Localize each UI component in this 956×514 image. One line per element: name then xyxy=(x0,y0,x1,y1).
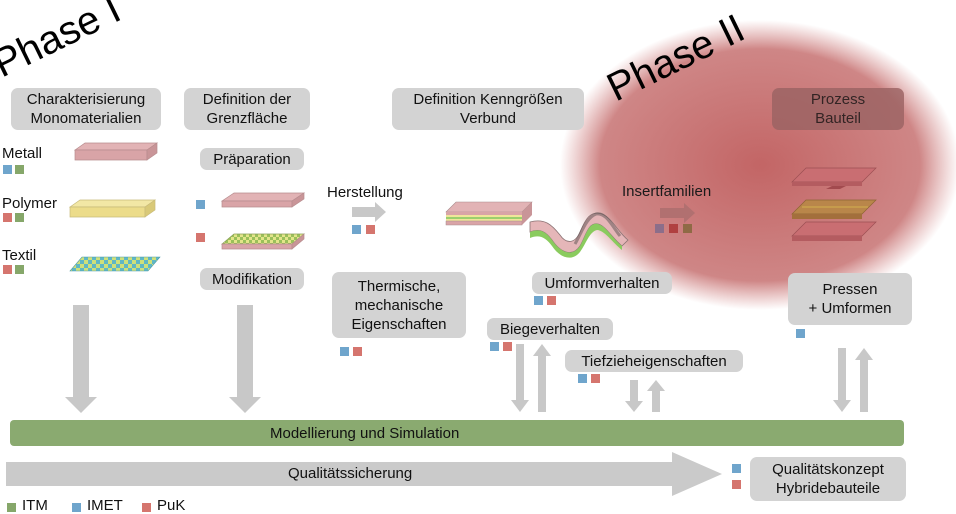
imet-square xyxy=(578,374,587,383)
pressen-down-arrow xyxy=(833,348,851,412)
metall-plate-icon xyxy=(73,142,159,161)
thermische-box: Thermische, mechanische Eigenschaften xyxy=(332,272,466,338)
insertfamilien-arrow xyxy=(660,203,695,223)
imet-square xyxy=(732,464,741,473)
legend-imet-swatch xyxy=(72,503,81,512)
biegeverhalten-box: Biegeverhalten xyxy=(487,318,613,340)
modifikation-box: Modifikation xyxy=(200,268,304,290)
modellierung-text: Modellierung und Simulation xyxy=(270,425,460,442)
down-arrow-2 xyxy=(229,305,261,413)
imet-square xyxy=(352,225,361,234)
polymer-plate-icon xyxy=(68,199,157,218)
polymer-label: Polymer xyxy=(2,195,58,212)
imet-square xyxy=(655,224,664,233)
prozess-box: Prozess Bauteil xyxy=(772,88,904,130)
imet-square xyxy=(490,342,499,351)
imet-square xyxy=(534,296,543,305)
imet-square xyxy=(340,347,349,356)
tiefzieh-up-arrow xyxy=(647,380,665,412)
qualitaetssicherung-arrow xyxy=(6,452,722,496)
biege-up-arrow xyxy=(533,344,551,412)
puk-square xyxy=(591,374,600,383)
modifikation-plate-icon xyxy=(221,233,305,250)
puk-square xyxy=(503,342,512,351)
pressen-box: Pressen + Umformen xyxy=(788,273,912,325)
textil-fabric-icon xyxy=(69,256,161,272)
herstellung-arrow xyxy=(352,202,386,222)
puk-square xyxy=(547,296,556,305)
puk-square xyxy=(669,224,678,233)
imet-square xyxy=(3,165,12,174)
legend-imet-label: IMET xyxy=(87,497,123,514)
tiefzieh-box: Tiefzieheigenschaften xyxy=(565,350,743,372)
metall-label: Metall xyxy=(2,145,43,162)
formed-part-icon xyxy=(529,212,629,258)
puk-square xyxy=(366,225,375,234)
process-part-stack-icon xyxy=(791,167,877,241)
itm-square xyxy=(683,224,692,233)
textil-label: Textil xyxy=(2,247,37,264)
qualitaetskonzept-box: Qualitätskonzept Hybridebauteile xyxy=(750,457,906,501)
pressen-up-arrow xyxy=(855,348,873,412)
itm-square xyxy=(15,265,24,274)
puk-square xyxy=(353,347,362,356)
legend-itm-label: ITM xyxy=(22,497,48,514)
puk-square xyxy=(3,213,12,222)
tiefzieh-down-arrow xyxy=(625,380,643,412)
legend-puk-label: PuK xyxy=(157,497,186,514)
legend-itm-swatch xyxy=(7,503,16,512)
legend-puk-swatch xyxy=(142,503,151,512)
itm-square xyxy=(15,165,24,174)
kenngroessen-box: Definition Kenngrößen Verbund xyxy=(392,88,584,130)
modellierung-bar xyxy=(10,420,904,446)
itm-square xyxy=(15,213,24,222)
imet-square xyxy=(796,329,805,338)
biege-down-arrow xyxy=(511,344,529,412)
imet-square xyxy=(196,200,205,209)
puk-square xyxy=(3,265,12,274)
grenzflaeche-box: Definition der Grenzfläche xyxy=(184,88,310,130)
herstellung-label: Herstellung xyxy=(327,184,403,201)
down-arrow-1 xyxy=(65,305,97,413)
charakterisierung-box: Charakterisierung Monomaterialien xyxy=(11,88,161,130)
puk-square xyxy=(196,233,205,242)
praeparation-box: Präparation xyxy=(200,148,304,170)
umformverhalten-box: Umformverhalten xyxy=(532,272,672,294)
praeparation-plate-icon xyxy=(220,192,306,208)
qualitaetssicherung-text: Qualitätssicherung xyxy=(288,465,413,482)
insertfamilien-label: Insertfamilien xyxy=(622,183,712,200)
puk-square xyxy=(732,480,741,489)
composite-sandwich-icon xyxy=(445,201,533,226)
